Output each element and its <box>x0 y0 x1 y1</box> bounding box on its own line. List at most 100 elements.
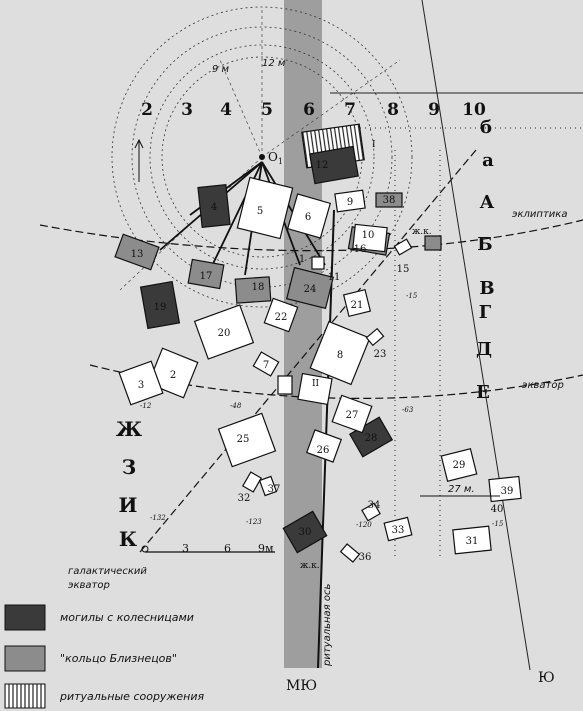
zh-k-marker: ж.к. <box>300 561 320 571</box>
level-mark: -120 <box>356 521 372 529</box>
burial-label: 27 <box>346 410 359 421</box>
roman-marker: II <box>312 379 320 389</box>
burial-label: 18 <box>252 282 265 293</box>
burial-label: 28 <box>365 433 378 444</box>
burial-label: 12 <box>316 160 329 171</box>
axis-label-mu: МЮ <box>286 678 317 694</box>
row-label: Б <box>477 234 492 255</box>
burial-label: 13 <box>131 249 144 260</box>
burial-label: 1 <box>299 254 305 265</box>
scale-bar: 3 6 9м <box>141 542 275 555</box>
burial-label: 8 <box>337 350 343 361</box>
zh-k-marker: ж.к. <box>412 227 432 237</box>
burial-label: 9 <box>347 197 353 208</box>
ritual-axis-label: ритуальная ось <box>322 584 333 667</box>
dimension-9m: 9 м <box>212 64 230 75</box>
burial-label: 3 <box>138 380 144 391</box>
axis-label-south: Ю <box>538 670 555 686</box>
burial-label: 34 <box>368 500 381 511</box>
level-marks: -12 -48 -63 -15 -132 -123 -120 -15 <box>140 292 504 529</box>
roman-marker: I <box>372 140 376 150</box>
burial-label: 36 <box>359 552 372 563</box>
burial-label: 22 <box>275 312 288 323</box>
row-label: Д <box>476 339 492 360</box>
burial-label: 6 <box>305 212 311 223</box>
row-label: Е <box>476 382 490 403</box>
burial-label: 26 <box>317 445 330 456</box>
legend-swatch-chariot <box>4 604 46 631</box>
equator-label: экватор <box>522 380 564 391</box>
column-label: 10 <box>462 100 486 120</box>
scale-tick-3: 3 <box>182 542 189 555</box>
column-label: 2 <box>141 100 153 120</box>
galactic-equator-line <box>139 149 477 553</box>
legend-label-chariot: могилы с колесницами <box>60 611 194 624</box>
ecliptic-line <box>39 219 583 252</box>
burial-label: 2 <box>170 370 176 381</box>
row-label: а <box>482 150 494 171</box>
burial-label: 5 <box>257 206 263 217</box>
burial-label: 31 <box>466 536 479 547</box>
burial-label: 38 <box>383 195 396 206</box>
burial-label: 11 <box>328 272 341 283</box>
galactic-equator-label-2: экватор <box>68 580 110 591</box>
dimension-12m: 12 м <box>262 58 286 69</box>
legend-label-gemini: "кольцо Близнецов" <box>60 652 177 665</box>
legend-swatch-gemini <box>4 645 46 672</box>
level-mark: -48 <box>230 402 242 410</box>
column-label: 9 <box>428 100 440 120</box>
burial-label: 32 <box>238 493 251 504</box>
column-labels: 2 3 4 5 6 7 8 9 10 <box>141 100 486 120</box>
burial-label: 33 <box>392 525 405 536</box>
row-label: А <box>480 192 495 213</box>
scale-tick-6: 6 <box>224 542 231 555</box>
ritual-axis-band <box>284 0 322 668</box>
zh-k-markers: ж.к. ж.к. I II <box>300 140 432 571</box>
north-arrow-icon <box>134 138 144 182</box>
burial-label: 19 <box>154 302 167 313</box>
svg-text:27 м.: 27 м. <box>448 484 475 495</box>
burial-label: 39 <box>501 486 514 497</box>
row-labels-left: Ж З И К <box>116 417 143 551</box>
column-label: 3 <box>181 100 193 120</box>
burial-label: 30 <box>299 527 312 538</box>
burial-label: 37 <box>268 484 281 495</box>
column-label: 5 <box>261 100 273 120</box>
column-label: 7 <box>344 100 356 120</box>
burial-label: 23 <box>374 349 387 360</box>
row-label: Г <box>479 302 492 323</box>
row-label: Ж <box>116 417 143 441</box>
column-label: 6 <box>303 100 315 120</box>
row-label: И <box>119 493 138 517</box>
grid-lines <box>330 0 583 671</box>
galactic-equator-label-1: галактический <box>68 566 147 577</box>
legend: могилы с колесницами "кольцо Близнецов" … <box>4 604 204 709</box>
burial-label: 10 <box>362 230 375 241</box>
column-label: 8 <box>387 100 399 120</box>
burial-label: 21 <box>351 300 364 311</box>
burial-label: 24 <box>304 284 317 295</box>
row-label: б <box>480 117 492 138</box>
burial-label: 25 <box>237 434 250 445</box>
burial-label: 17 <box>200 271 213 282</box>
center-point <box>259 154 265 160</box>
level-mark: -12 <box>140 402 152 410</box>
row-label: К <box>119 527 137 551</box>
legend-swatch-ritual <box>4 683 46 709</box>
burials <box>114 123 522 563</box>
legend-label-ritual: ритуальные сооружения <box>59 690 204 703</box>
row-label: З <box>122 455 136 479</box>
burial-label: 4 <box>211 202 217 213</box>
burial-label: 20 <box>218 328 231 339</box>
center-label: O1 <box>268 150 283 166</box>
level-mark: -132 <box>150 514 166 522</box>
burial-label: 29 <box>453 460 466 471</box>
scale-tick-9: 9м <box>258 542 274 555</box>
burial-label: 15 <box>397 264 410 275</box>
burial-label: 40 <box>491 504 504 515</box>
row-labels-right: б а А Б В Г Д Е <box>476 117 495 403</box>
level-mark: -123 <box>246 518 262 526</box>
level-mark: -63 <box>402 406 414 414</box>
ecliptic-label: эклиптика <box>512 209 567 220</box>
